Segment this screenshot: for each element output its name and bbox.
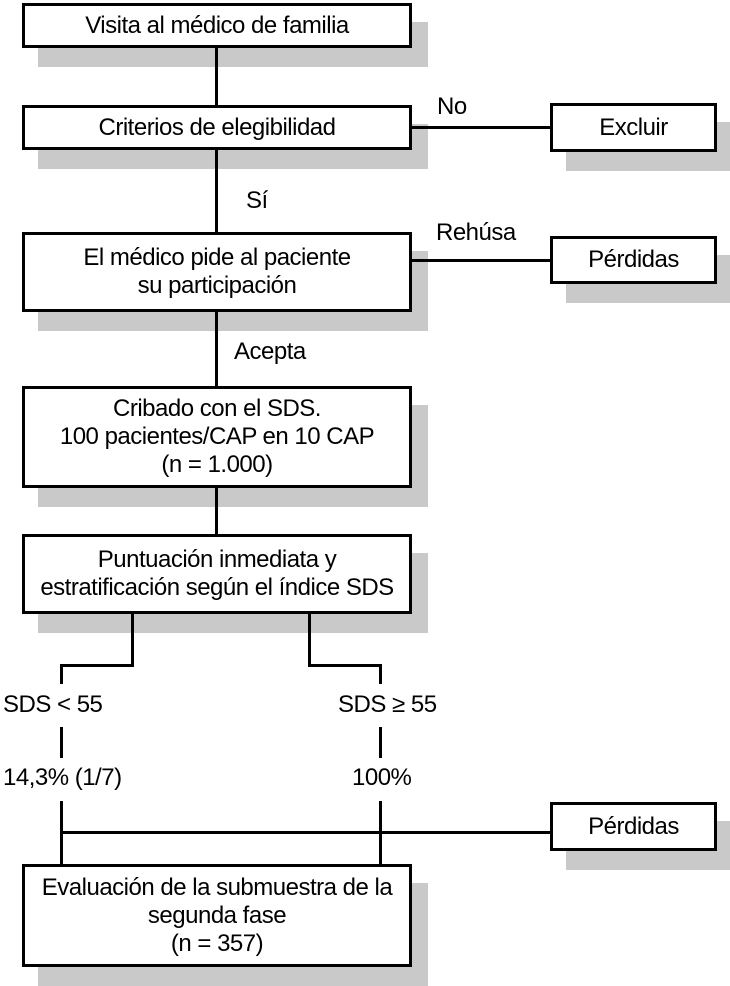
connector-peticion-cribado (215, 311, 218, 387)
connector-branch-right-elbow (308, 664, 382, 667)
connector-branch-left-elbow (60, 664, 134, 667)
edge-label-acepta: Acepta (234, 338, 306, 365)
connector-branch-left-down (131, 613, 134, 667)
connector-cribado-puntuacion (215, 487, 218, 535)
node-criterios-elegibilidad: Criterios de elegibilidad (22, 105, 412, 150)
connector-peticion-perdidas (410, 259, 552, 262)
node-perdidas-segunda-fase: Pérdidas (550, 802, 717, 851)
connector-visita-criterios (215, 46, 218, 106)
edge-label-no: No (437, 93, 467, 120)
connector-branch-right-down (308, 613, 311, 667)
connector-sds-menor-pct (60, 727, 63, 758)
edge-label-si: Sí (246, 187, 268, 214)
node-excluir: Excluir (550, 103, 717, 152)
connector-branch-right-stub (379, 664, 382, 684)
node-puntuacion-estratificacion: Puntuación inmediata y estratificación s… (22, 534, 412, 614)
node-peticion-participacion: El médico pide al paciente su participac… (22, 232, 412, 312)
node-visita-medico-familia: Visita al médico de familia (22, 3, 412, 48)
edge-label-sds-menor-55: SDS < 55 (3, 691, 103, 718)
edge-label-rehusa: Rehúsa (436, 219, 516, 246)
connector-evaluacion-perdidas (60, 831, 552, 834)
edge-label-porcentaje-izquierda: 14,3% (1/7) (3, 764, 122, 791)
edge-label-porcentaje-derecha: 100% (352, 764, 412, 791)
node-cribado-sds: Cribado con el SDS. 100 pacientes/CAP en… (22, 386, 412, 488)
connector-criterios-excluir (410, 126, 552, 129)
node-perdidas-rehusa: Pérdidas (550, 236, 717, 284)
edge-label-sds-mayor-igual-55: SDS ≥ 55 (338, 691, 437, 718)
connector-sds-mayor-pct (379, 727, 382, 758)
node-evaluacion-submuestra: Evaluación de la submuestra de la segund… (22, 864, 412, 967)
connector-criterios-peticion (215, 149, 218, 233)
connector-branch-left-stub (60, 664, 63, 684)
